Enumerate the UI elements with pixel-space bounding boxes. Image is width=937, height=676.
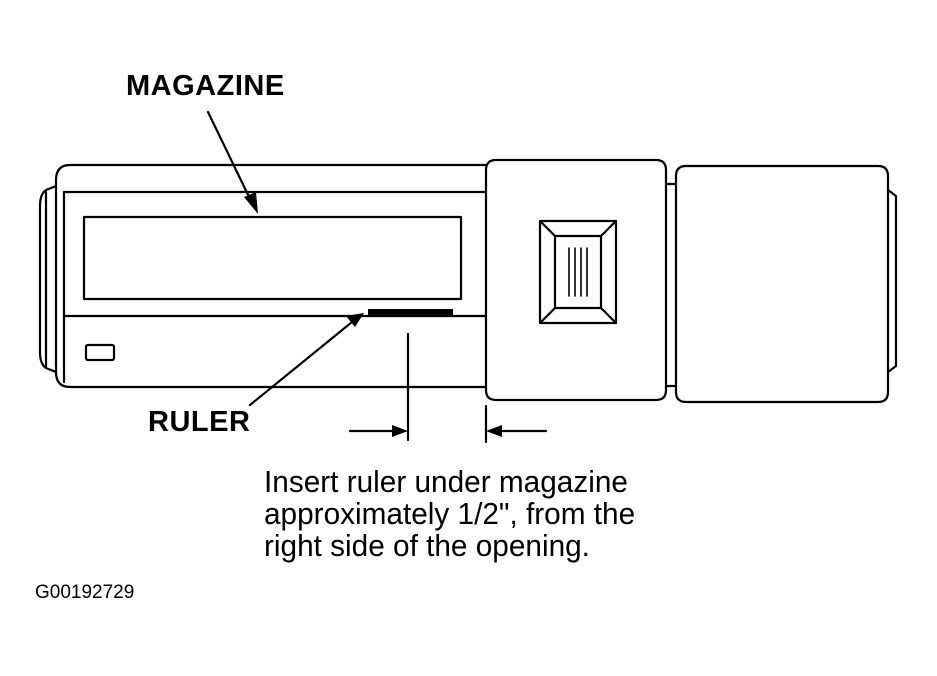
figure-id: G00192729	[35, 582, 135, 603]
instruction-text: Insert ruler under magazine approximatel…	[264, 466, 715, 562]
door-button-outer	[538, 219, 618, 325]
dimension-arrowhead-left	[392, 425, 408, 437]
door-panel	[484, 158, 668, 402]
ruler-leader	[248, 320, 354, 407]
instruction-line-2: approximately 1/2", from the	[264, 496, 636, 531]
magazine-arrowhead	[244, 192, 258, 214]
left-end-bumper	[38, 184, 58, 374]
door-button-inner	[553, 234, 603, 310]
housing-indicator	[84, 343, 116, 362]
right-end-bumper	[886, 188, 898, 374]
magazine-slot	[82, 215, 463, 301]
main-housing	[54, 163, 488, 389]
right-end-cap	[674, 164, 890, 404]
ruler-arrowhead	[346, 313, 364, 327]
ruler-bar	[368, 309, 453, 316]
magazine-label: MAGAZINE	[126, 70, 285, 102]
ruler-label: RULER	[148, 406, 251, 438]
dimension-arrowhead-right	[486, 425, 502, 437]
instruction-line-1: Insert ruler under magazine	[264, 464, 628, 499]
magazine-leader	[206, 110, 253, 203]
instruction-line-3: right side of the opening.	[264, 528, 590, 563]
